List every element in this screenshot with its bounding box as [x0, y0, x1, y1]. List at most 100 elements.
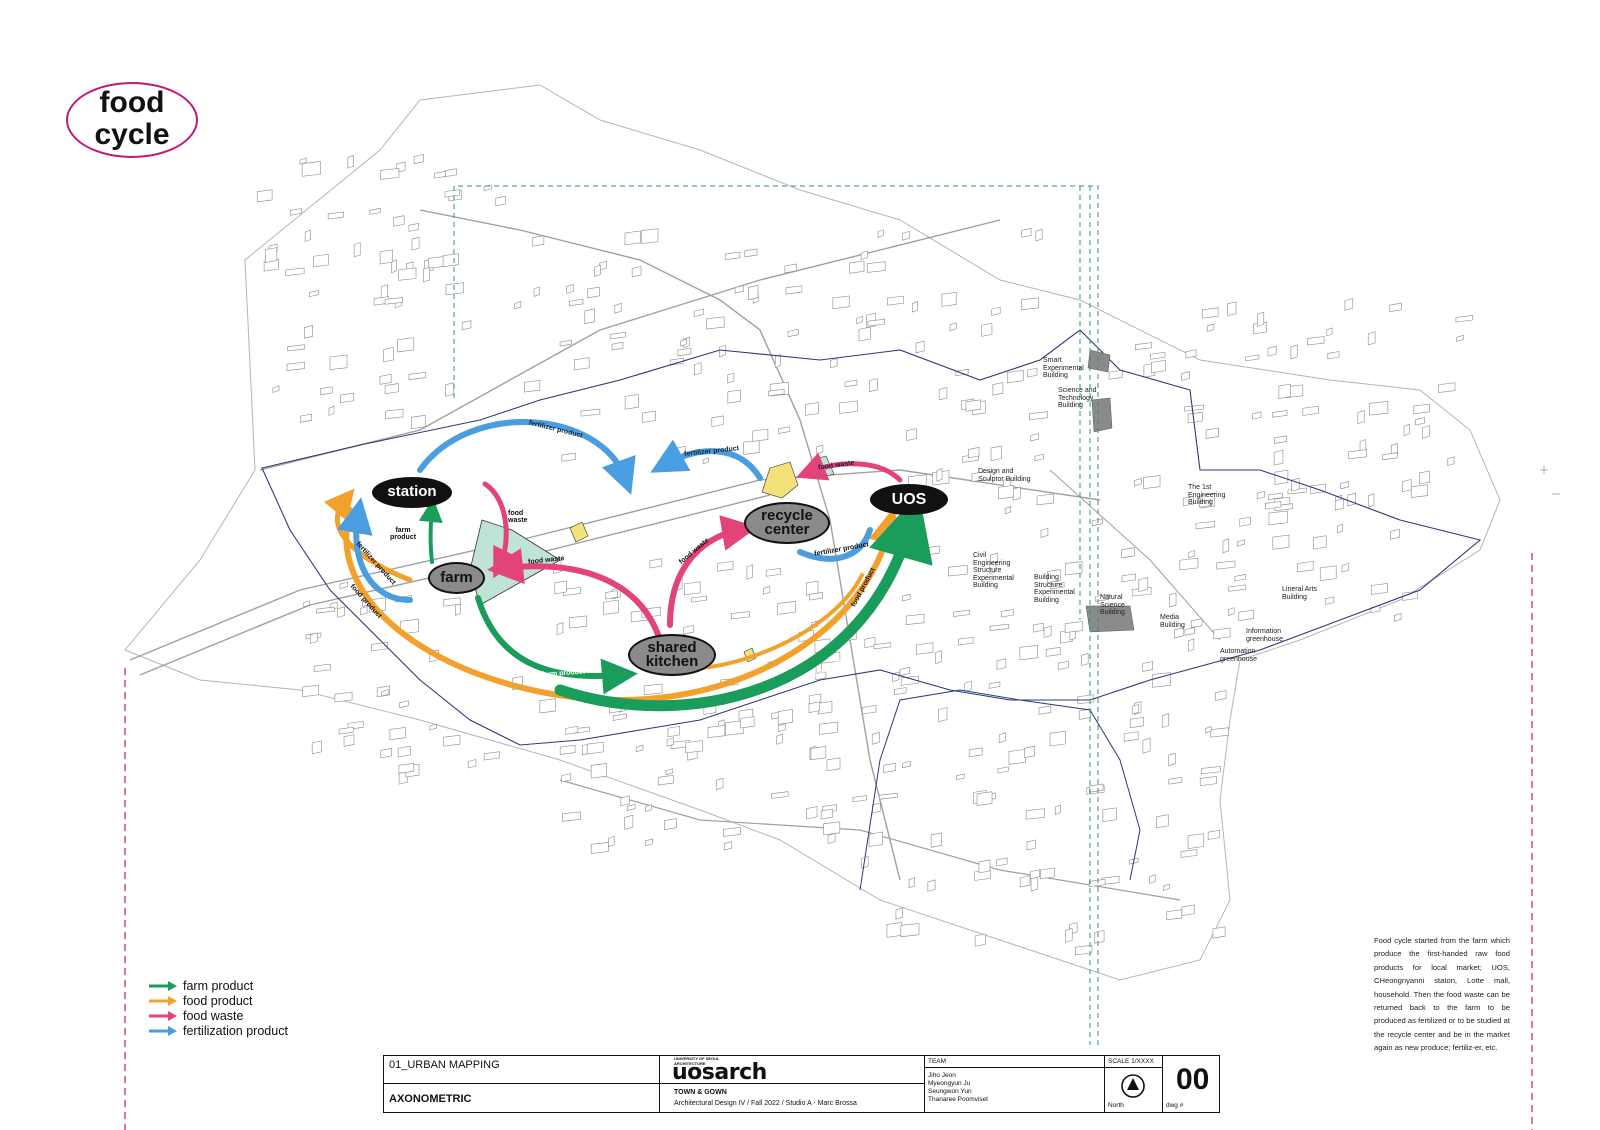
map-building-block	[936, 467, 943, 482]
map-building-block	[620, 795, 630, 807]
map-building-block	[694, 362, 702, 376]
label-1st-engineering: The 1st Engineering Building	[1188, 484, 1226, 506]
legend-farm-product: farm product	[148, 979, 253, 993]
map-building-block	[916, 642, 934, 655]
map-building-block	[328, 405, 335, 416]
map-building-block	[1142, 737, 1151, 754]
team-member-1: Jiho Jeon	[928, 1072, 956, 1079]
map-building-block	[1040, 527, 1049, 538]
map-building-block	[706, 316, 725, 330]
map-building-block	[554, 580, 567, 595]
course-detail: Architectural Design IV / Fall 2022 / St…	[674, 1100, 857, 1107]
map-building-block	[991, 306, 1001, 316]
map-building-block	[1402, 590, 1418, 601]
map-building-block	[347, 155, 355, 169]
map-building-block	[981, 322, 993, 337]
north-label: North	[1108, 1102, 1124, 1109]
course-name: TOWN & GOWN	[674, 1089, 727, 1096]
map-building-block	[1341, 562, 1350, 573]
map-building-block	[423, 266, 430, 283]
map-building-block	[1415, 417, 1425, 426]
map-building-block	[1319, 565, 1337, 581]
map-building-block	[1257, 311, 1265, 327]
map-building-block	[590, 842, 609, 854]
map-building-block	[905, 613, 925, 626]
map-building-block	[304, 325, 313, 339]
map-building-block	[1413, 403, 1430, 415]
map-building-block	[765, 568, 781, 577]
map-building-block	[1438, 382, 1456, 393]
map-building-block	[1252, 411, 1262, 420]
map-building-block	[827, 833, 836, 844]
map-building-block	[1297, 561, 1314, 573]
map-building-block	[1038, 705, 1052, 715]
label-civil-engineering: Civil Engineering Structure Experimental…	[973, 552, 1014, 589]
map-building-block	[313, 253, 329, 268]
map-building-block	[893, 687, 907, 696]
map-building-block	[304, 229, 311, 242]
map-building-block	[1206, 323, 1215, 332]
map-building-block	[300, 413, 312, 423]
map-building-block	[399, 700, 409, 709]
map-building-block	[1272, 410, 1288, 418]
map-building-block	[895, 907, 903, 920]
map-building-block	[1006, 370, 1024, 384]
map-building-block	[645, 804, 652, 813]
drawing-number-label: dwg #	[1166, 1102, 1184, 1109]
map-building-block	[1034, 453, 1044, 462]
map-building-block	[408, 371, 427, 380]
arrow-blue-icon	[149, 1026, 177, 1036]
map-building-block	[941, 291, 957, 307]
map-building-block	[771, 791, 789, 799]
map-building-block	[1174, 627, 1184, 639]
map-building-block	[1312, 535, 1327, 550]
map-building-block	[1054, 804, 1061, 815]
map-building-block	[320, 386, 333, 396]
map-building-block	[1166, 909, 1183, 921]
map-building-block	[1064, 561, 1083, 576]
map-building-block	[587, 286, 600, 299]
map-building-block	[1094, 929, 1105, 944]
map-building-block	[902, 760, 911, 769]
map-building-block	[1026, 839, 1036, 851]
map-building-block	[1205, 427, 1219, 439]
map-building-block	[1290, 344, 1298, 360]
map-building-block	[649, 558, 662, 569]
map-building-block	[1278, 383, 1291, 399]
arrow-farm-product-bottom	[475, 595, 638, 695]
map-building-block	[1389, 302, 1402, 313]
map-building-block	[666, 737, 674, 747]
map-building-block	[1089, 783, 1104, 793]
map-building-block	[1131, 704, 1139, 715]
map-building-block	[626, 803, 636, 811]
map-building-block	[1019, 875, 1031, 888]
map-building-block	[396, 337, 414, 353]
map-building-block	[826, 757, 841, 772]
map-building-block	[339, 581, 348, 589]
map-building-block	[1149, 874, 1156, 884]
map-building-block	[445, 282, 464, 296]
map-building-block	[334, 691, 353, 703]
arrow-fert-mid	[650, 439, 763, 481]
map-building-block	[624, 230, 641, 246]
map-building-block	[1029, 411, 1048, 421]
map-building-block	[777, 601, 796, 615]
map-building-block	[614, 303, 622, 314]
map-building-block	[1008, 749, 1026, 765]
map-building-block	[624, 814, 634, 830]
map-building-block	[1267, 345, 1277, 357]
map-building-block	[379, 374, 392, 385]
map-building-block	[902, 230, 910, 241]
map-building-block	[879, 792, 898, 800]
map-building-block	[667, 725, 680, 738]
map-building-block	[311, 740, 322, 755]
map-building-block	[1222, 538, 1230, 554]
arrow-farm-product-big	[554, 493, 933, 712]
label-farm-product-small: farm product	[390, 527, 417, 541]
map-building-block	[393, 215, 405, 227]
map-building-block	[1199, 499, 1211, 508]
map-building-block	[1239, 516, 1251, 527]
map-building-block	[1169, 592, 1177, 608]
map-building-block	[906, 428, 917, 441]
map-building-block	[1091, 518, 1104, 527]
